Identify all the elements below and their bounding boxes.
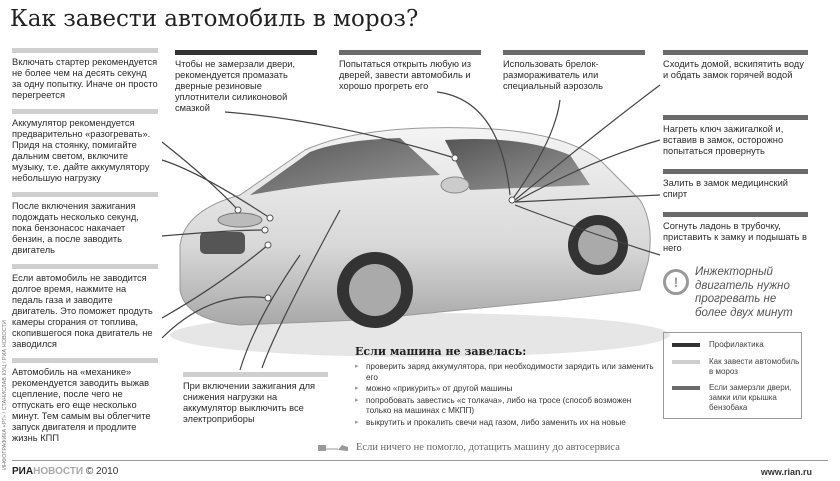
- list-item: попробовать завестись «с толкача», либо …: [355, 396, 655, 417]
- fail-list: проверить заряд аккумулятора, при необхо…: [355, 362, 655, 428]
- warning-note: ! Инжекторный двигатель нужно прогревать…: [663, 266, 805, 320]
- category-bar: [12, 358, 158, 363]
- car-windshield: [250, 138, 440, 195]
- section-heading: Если машина не завелась:: [355, 345, 527, 358]
- car-shadow: [170, 313, 670, 357]
- car-side-windows: [445, 139, 590, 190]
- list-item: можно «прикурить» от другой машины: [355, 384, 655, 395]
- car-headlight: [217, 212, 263, 228]
- legend: Профилактика Как завести автомобиль в мо…: [663, 332, 802, 419]
- site-link[interactable]: www.rian.ru: [760, 467, 812, 477]
- tip-text: Залить в замок медицинский спирт: [663, 178, 788, 199]
- tip-starter: Включать стартер рекомендуется не более …: [12, 48, 158, 101]
- ria-logo: РИАНОВОСТИ © 2010: [12, 466, 118, 477]
- tip-text: Аккумулятор рекомендуется предварительно…: [12, 118, 151, 183]
- if-not-started-section: Если машина не завелась: проверить заряд…: [355, 345, 655, 429]
- category-bar: [12, 48, 158, 53]
- category-bar: [12, 192, 158, 197]
- tip-battery: Аккумулятор рекомендуется предварительно…: [12, 109, 158, 184]
- exclamation-circle-icon: !: [663, 269, 689, 295]
- tip-frozen-heat-key: Нагреть ключ зажигалкой и, вставив в зам…: [663, 115, 808, 157]
- tip-electronics: При включении зажигания для снижения наг…: [183, 372, 328, 425]
- tip-text: Если автомобиль не заводится долгое врем…: [12, 273, 153, 349]
- tip-frozen-alcohol: Залить в замок медицинский спирт: [663, 169, 808, 200]
- tip-gas-pedal: Если автомобиль не заводится долгое врем…: [12, 264, 158, 350]
- tip-text: Использовать брелок-размораживатель или …: [503, 59, 603, 91]
- legend-swatch: [672, 343, 700, 347]
- copyright: © 2010: [85, 466, 119, 477]
- tip-text: Сходить домой, вскипятить воду и обдать …: [663, 59, 804, 80]
- legend-label: Как завести автомобиль в мороз: [709, 357, 800, 376]
- tip-text: Автомобиль на «механике» рекомендуется з…: [12, 367, 151, 443]
- final-advice-text: Если ничего не помогло, дотащить машину …: [356, 442, 620, 453]
- legend-swatch: [672, 360, 700, 364]
- category-bar: [12, 264, 158, 269]
- tip-prevention: Чтобы не замерзали двери, рекомендуется …: [175, 50, 317, 114]
- tip-frozen-breathe: Согнуть ладонь в трубочку, приставить к …: [663, 212, 808, 254]
- tip-text: Нагреть ключ зажигалкой и, вставив в зам…: [663, 124, 784, 156]
- tip-text: После включения зажигания подождать неск…: [12, 201, 139, 255]
- callout-dots: [234, 154, 516, 302]
- category-bar: [663, 50, 808, 55]
- warning-text: Инжекторный двигатель нужно прогревать н…: [695, 266, 793, 319]
- car-grille: [200, 232, 245, 254]
- tip-frozen-open-door: Попытаться открыть любую из дверей, заве…: [339, 50, 481, 92]
- tip-frozen-hot-water: Сходить домой, вскипятить воду и обдать …: [663, 50, 808, 81]
- tip-text: Чтобы не замерзали двери, рекомендуется …: [175, 59, 296, 113]
- legend-swatch: [672, 386, 700, 390]
- list-item: выкрутить и прокалить свечи над газом, л…: [355, 418, 655, 429]
- category-bar: [663, 115, 808, 120]
- category-bar: [503, 50, 645, 55]
- tip-text: Согнуть ладонь в трубочку, приставить к …: [663, 221, 807, 253]
- car-mirror: [440, 176, 470, 194]
- page-title: Как завести автомобиль в мороз?: [10, 6, 419, 32]
- credit-text: ИНФОГРАФИКА «РГ» / СТАНИСЛАВ КУЦ / РИА Н…: [2, 320, 8, 470]
- legend-label: Если замерзли двери, замки или крышка бе…: [709, 383, 792, 412]
- callout-lines: [161, 84, 661, 371]
- footer-divider: [12, 460, 828, 461]
- category-bar: [175, 50, 317, 55]
- category-bar: [663, 169, 808, 174]
- legend-label: Профилактика: [709, 340, 764, 349]
- tip-manual: Автомобиль на «механике» рекомендуется з…: [12, 358, 158, 444]
- tip-text: При включении зажигания для снижения наг…: [183, 381, 316, 424]
- category-bar: [339, 50, 481, 55]
- tip-text: Включать стартер рекомендуется не более …: [12, 57, 158, 100]
- category-bar: [183, 372, 328, 377]
- tip-ignition: После включения зажигания подождать неск…: [12, 192, 158, 256]
- right-column: Нагреть ключ зажигалкой и, вставив в зам…: [663, 115, 808, 419]
- brand-ria: РИА: [12, 466, 34, 477]
- brand-novosti: НОВОСТИ: [33, 466, 84, 477]
- category-bar: [663, 212, 808, 217]
- category-bar: [12, 109, 158, 114]
- tip-text: Попытаться открыть любую из дверей, заве…: [339, 59, 472, 91]
- left-column: Включать стартер рекомендуется не более …: [12, 48, 158, 444]
- list-item: проверить заряд аккумулятора, при необхо…: [355, 362, 655, 383]
- tip-frozen-aerosol: Использовать брелок-размораживатель или …: [503, 50, 645, 92]
- tow-truck-icon: [318, 444, 348, 451]
- final-advice: Если ничего не помогло, дотащить машину …: [318, 442, 620, 453]
